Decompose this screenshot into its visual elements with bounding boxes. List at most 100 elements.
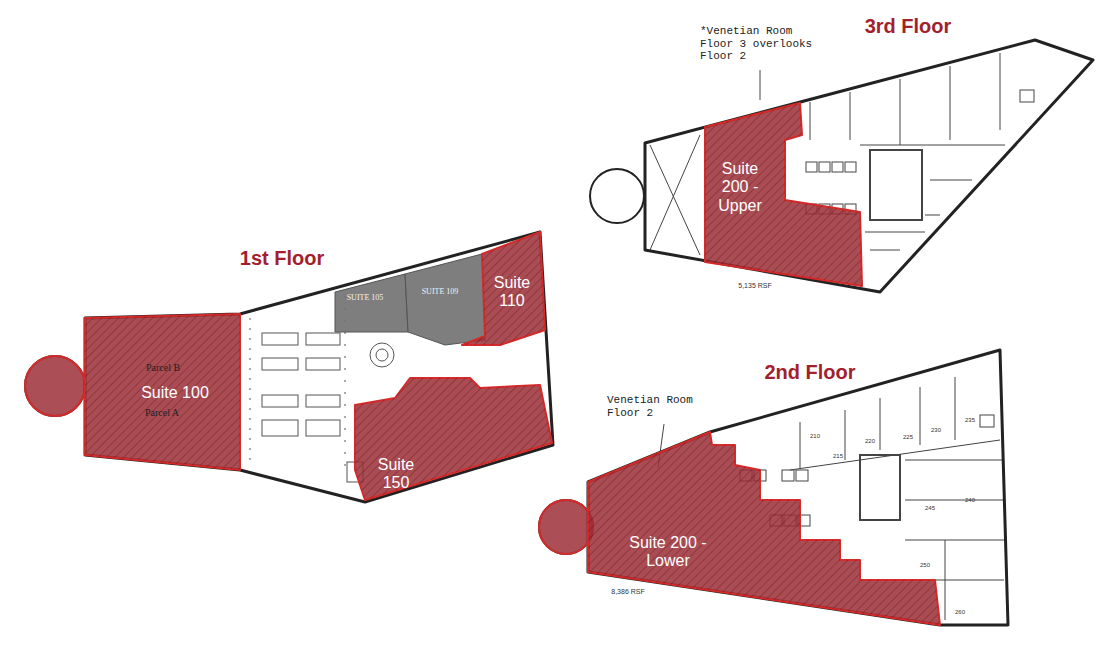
plan-detail — [306, 333, 340, 345]
suite-text: Suite 110 — [487, 274, 537, 311]
parcel-text: Parcel A — [145, 407, 179, 419]
plan-detail — [1020, 90, 1034, 102]
plan-detail — [376, 349, 388, 361]
room-number: 220 — [865, 438, 875, 445]
rsf-text: 8,386 RSF — [611, 588, 644, 596]
suite-text: Suite 100 — [141, 384, 209, 402]
suite-area — [705, 103, 862, 286]
rotunda — [590, 169, 644, 223]
plan-detail — [650, 145, 700, 255]
plan-detail — [760, 70, 761, 100]
room-number: 250 — [920, 562, 930, 569]
plan-detail — [262, 333, 298, 345]
suite-hatch — [705, 103, 862, 286]
plan-detail — [306, 395, 340, 407]
available-suite: Suite 110 — [455, 228, 549, 348]
floor-outline — [588, 350, 1008, 625]
available-suite: Suite 150 — [350, 374, 555, 504]
rotunda — [539, 500, 593, 554]
plan-detail — [980, 415, 994, 427]
room-number: 210 — [810, 433, 820, 440]
plan-detail — [782, 470, 794, 481]
suite-text: Suite 200 - Lower — [612, 534, 724, 571]
plan-detail — [845, 410, 846, 460]
floor-heading: 1st Floor — [240, 247, 324, 270]
room-number: 215 — [833, 453, 843, 460]
plan-detail — [870, 150, 922, 220]
plan-detail — [920, 387, 921, 445]
plan-detail — [865, 232, 925, 233]
suite-hatch — [85, 314, 240, 470]
plan-detail — [955, 377, 956, 440]
plan-detail — [900, 79, 901, 145]
plan-detail — [806, 162, 817, 172]
suite-hatch — [588, 432, 940, 625]
note-text: *Venetian Room Floor 3 overlooks Floor 2 — [700, 25, 824, 63]
gray-text: SUITE 105 — [347, 293, 384, 302]
available-suite: Suite 200 - Upper — [700, 98, 866, 290]
plan-detail — [306, 358, 340, 370]
plan-detail — [845, 162, 856, 172]
rotunda — [25, 356, 85, 416]
suite-outline — [22, 312, 244, 478]
suite-area — [405, 254, 485, 345]
suite-hatch — [462, 232, 545, 345]
floor-outline — [645, 40, 1093, 292]
plan-detail — [306, 420, 340, 436]
plan-detail — [819, 162, 830, 172]
leased-suite: SUITE 105 — [333, 272, 411, 336]
suite-area — [335, 274, 408, 332]
plan-detail — [832, 162, 843, 172]
available-suite: Parcel B Suite 100Parcel A — [22, 312, 244, 478]
suite-text: Suite 200 - Upper — [713, 160, 767, 215]
plan-detail — [905, 460, 1004, 461]
floor-heading: 2nd Floor — [764, 361, 855, 384]
plan-detail — [370, 343, 394, 367]
plan-detail — [850, 92, 851, 140]
plan-detail — [262, 395, 298, 407]
plan-detail — [930, 180, 972, 181]
plan-detail — [262, 420, 298, 436]
floor-plan: 2nd FloorSuite 200 - Lower — [538, 344, 1013, 629]
room-number: 235 — [965, 417, 975, 424]
floor-outline — [85, 232, 553, 502]
floor-heading: 3rd Floor — [865, 15, 952, 38]
suite-area — [462, 232, 545, 345]
floor-plan: 1st FloorParcel B Suite 100Parcel A SUITE … — [22, 228, 557, 508]
plan-detail — [800, 422, 801, 468]
parcel-text: Parcel B — [146, 362, 180, 374]
suite-area — [85, 314, 240, 470]
plan-detail — [790, 440, 1000, 470]
plan-detail — [950, 66, 951, 140]
plan-detail — [945, 540, 946, 620]
plan-detail — [262, 358, 298, 370]
plan-detail — [860, 455, 900, 520]
gray-text: SUITE 109 — [422, 287, 459, 296]
suite-outline — [403, 252, 487, 348]
room-number: 245 — [925, 505, 935, 512]
leased-suite: SUITE 109 — [403, 252, 487, 348]
floor-plan: 3rd FloorSuite 200 - Upper — [588, 36, 1098, 296]
available-suite: Suite 200 - Lower — [538, 428, 944, 628]
rsf-text: 5,135 RSF — [738, 282, 771, 290]
plan-detail — [905, 500, 1004, 501]
plan-detail — [810, 102, 811, 140]
plan-detail — [1000, 53, 1001, 130]
suite-area — [355, 378, 552, 500]
room-number: 230 — [931, 427, 941, 434]
plan-detail — [860, 145, 1005, 146]
suite-outline — [333, 272, 411, 336]
plan-detail — [880, 398, 881, 450]
rotunda — [539, 500, 593, 554]
room-number: 240 — [965, 497, 975, 504]
plan-detail — [250, 318, 251, 466]
suite-text: Suite 150 — [371, 456, 421, 493]
plan-detail — [870, 250, 900, 251]
suite-hatch — [355, 378, 552, 500]
plan-detail — [796, 470, 808, 481]
plan-detail — [905, 540, 1004, 541]
suite-area — [588, 432, 940, 625]
plan-detail — [650, 135, 700, 250]
plan-detail — [925, 215, 940, 216]
room-number: 260 — [955, 609, 965, 616]
